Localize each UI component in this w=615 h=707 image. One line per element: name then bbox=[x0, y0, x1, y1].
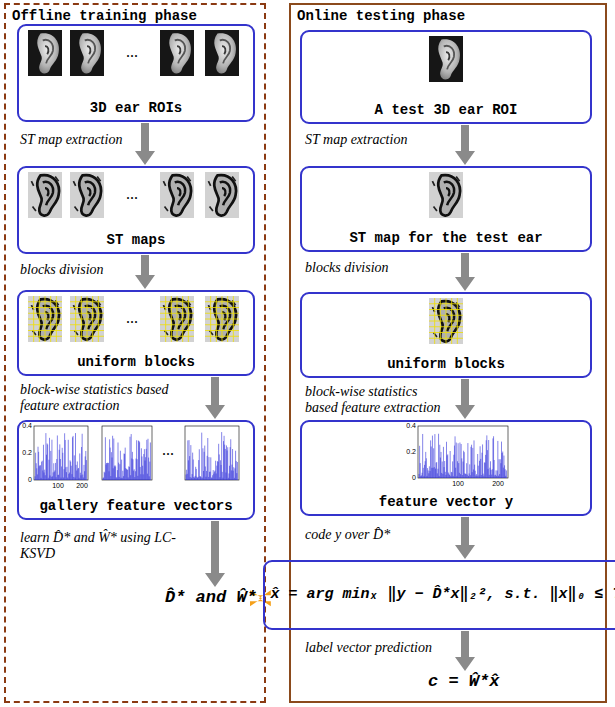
formula-text: c = Ŵ*x̂ bbox=[428, 672, 499, 692]
flow-arrow bbox=[455, 517, 475, 559]
edge-label: ST map extraction bbox=[20, 132, 140, 148]
box-label: uniform blocks bbox=[77, 354, 195, 371]
process-box: ST map for the test ear bbox=[300, 166, 592, 252]
phase-panel: Online testing phase A test 3D ear ROI ST … bbox=[289, 3, 607, 703]
ellipsis: ... bbox=[162, 442, 174, 458]
plot-axes bbox=[418, 426, 508, 478]
plot-spikes bbox=[35, 433, 86, 480]
edge-label: code y over D̂* bbox=[305, 527, 455, 543]
process-box: uniform blocks bbox=[17, 290, 255, 376]
block-image bbox=[160, 296, 194, 342]
process-box: gallery feature vectors bbox=[17, 420, 255, 520]
phase-panel: Offline training phase 3D ear ROIs ST maps… bbox=[4, 3, 266, 703]
axis-tick: 200 bbox=[76, 482, 88, 489]
plot-axes bbox=[185, 426, 239, 480]
box-label: uniform blocks bbox=[387, 356, 505, 373]
process-box: feature vector y bbox=[300, 420, 592, 516]
st-map-image bbox=[70, 172, 104, 218]
process-box: uniform blocks bbox=[300, 292, 592, 378]
feature-plots bbox=[34, 426, 508, 480]
block-images bbox=[28, 296, 463, 344]
box-label: 3D ear ROIs bbox=[90, 100, 182, 117]
ear-image bbox=[160, 30, 194, 76]
box-label: ST map for the test ear bbox=[349, 230, 542, 247]
formula-text: D̂* and Ŵ* bbox=[165, 588, 257, 608]
feature-plot bbox=[185, 426, 239, 480]
flow-arrow bbox=[455, 253, 475, 291]
edge-label: blocks division bbox=[305, 260, 455, 276]
ear-image bbox=[28, 30, 62, 76]
block-image bbox=[70, 296, 104, 342]
axis-tick: 100 bbox=[52, 482, 64, 489]
edge-label: blocks division bbox=[20, 262, 140, 278]
block-image bbox=[429, 298, 463, 344]
axis-tick: 0.2 bbox=[406, 448, 416, 455]
axis-tick: 0.2 bbox=[22, 449, 32, 456]
feature-plot bbox=[34, 426, 88, 480]
st-map-image bbox=[28, 172, 62, 218]
block-image bbox=[205, 296, 239, 342]
ear-image bbox=[205, 30, 239, 76]
axis-tick: 0 bbox=[28, 476, 32, 483]
box-label: D̂* and Ŵ* bbox=[165, 588, 257, 608]
ellipsis: ... bbox=[126, 310, 138, 326]
feature-plot bbox=[418, 426, 508, 478]
plot-spikes bbox=[103, 434, 150, 480]
plot-axes bbox=[34, 426, 88, 480]
edge-label: label vector prediction bbox=[305, 640, 460, 656]
process-box: ST maps bbox=[17, 166, 255, 254]
edge-label: block-wise statistics based feature extr… bbox=[305, 384, 450, 416]
box-label: gallery feature vectors bbox=[39, 498, 232, 515]
edge-label: ST map extraction bbox=[305, 132, 455, 148]
edge-label: block-wise statistics based feature extr… bbox=[20, 382, 170, 414]
st-map-image bbox=[160, 172, 194, 218]
process-box: 3D ear ROIs bbox=[17, 24, 255, 122]
box-label: c = Ŵ*x̂ bbox=[428, 672, 499, 692]
axis-tick: 200 bbox=[492, 480, 504, 487]
edge-label: learn D̂* and Ŵ* using LC-KSVD bbox=[20, 530, 185, 562]
process-box: A test 3D ear ROI bbox=[300, 30, 592, 124]
box-label: x̂ = arg minₓ ‖y − D̂*x‖₂², s.t. ‖x‖₀ ≤ … bbox=[270, 586, 615, 604]
axis-tick: 100 bbox=[452, 480, 464, 487]
process-box: x̂ = arg minₓ ‖y − D̂*x‖₂², s.t. ‖x‖₀ ≤ … bbox=[263, 560, 615, 630]
flow-arrow bbox=[455, 379, 475, 419]
ear-image bbox=[429, 36, 463, 82]
ear-image bbox=[70, 30, 104, 76]
ellipsis: ... bbox=[126, 44, 138, 60]
flow-arrow bbox=[205, 377, 225, 419]
axis-tick: 0.4 bbox=[406, 422, 416, 429]
ear-roi-images bbox=[28, 30, 463, 82]
axis-tick: 0.4 bbox=[22, 422, 32, 429]
plot-spikes bbox=[419, 434, 506, 478]
st-map-image bbox=[429, 172, 463, 218]
flow-arrow bbox=[135, 255, 155, 289]
flow-arrow bbox=[455, 631, 475, 671]
plot-spikes bbox=[186, 432, 237, 480]
st-map-images bbox=[28, 172, 463, 218]
box-label: ST maps bbox=[107, 232, 166, 249]
phase-title: Online testing phase bbox=[297, 8, 599, 25]
phase-title: Offline training phase bbox=[12, 8, 258, 25]
flow-arrow bbox=[455, 125, 475, 165]
st-map-image bbox=[205, 172, 239, 218]
feature-plot bbox=[102, 426, 152, 480]
flow-arrow bbox=[135, 123, 155, 165]
block-image bbox=[28, 296, 62, 342]
plot-axes bbox=[102, 426, 152, 480]
axis-tick: 0 bbox=[412, 474, 416, 481]
flow-arrow bbox=[205, 521, 225, 587]
ellipsis: ... bbox=[126, 186, 138, 202]
box-label: feature vector y bbox=[379, 494, 513, 511]
box-label: A test 3D ear ROI bbox=[375, 102, 518, 119]
